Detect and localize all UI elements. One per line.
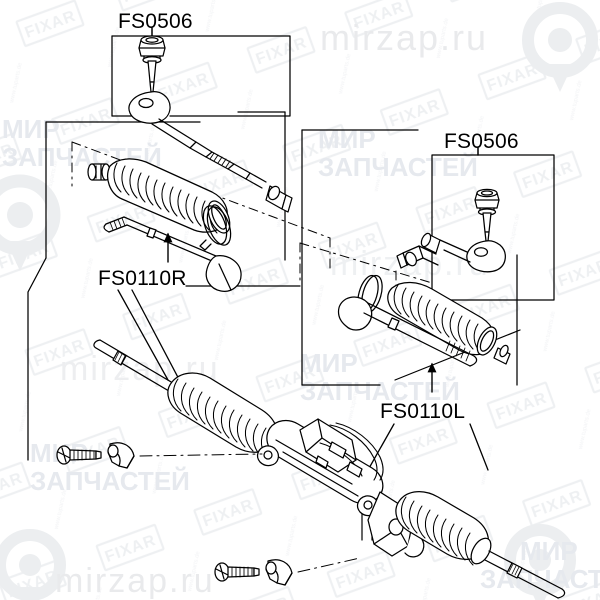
centerline-fs0110r (71, 141, 331, 269)
watermark-cyrillic-mid-1: МИР (318, 124, 376, 154)
watermark-cyrillic-mid-2: ЗАПЧАСТЕЙ (318, 152, 478, 182)
watermark-site-top: mirzap.ru (320, 17, 488, 58)
part-main-bellows-right (395, 491, 492, 566)
part-mount-bolt-upper (56, 445, 102, 465)
part-tie-rod-end-upper-left (128, 35, 267, 189)
watermark-site-bottom: mirzap.ru (55, 562, 215, 600)
part-main-rack-left-rod (93, 339, 179, 395)
part-boot-clamp-ring-left (199, 205, 232, 251)
part-bellows-boot-right (387, 281, 511, 365)
part-bellows-boot-left (107, 158, 231, 234)
part-mount-clamp-lower (265, 559, 293, 586)
part-jam-nut-left (265, 185, 293, 213)
callout-box-fs0110l (301, 129, 518, 386)
label-fs0110r: FS0110R (98, 267, 187, 290)
watermark-cyrillic-top-left-1: МИР (2, 114, 60, 144)
dash-leader-lower (297, 557, 361, 573)
watermark-cyrillic-bottom-2: ЗАПЧАСТЕЙ (30, 466, 190, 496)
dash-leader-upper (139, 453, 263, 457)
part-tie-rod-end-upper-right (420, 188, 506, 273)
part-inner-tie-rod-left (103, 216, 242, 292)
label-fs0110l: FS0110L (380, 400, 466, 423)
part-inner-tie-rod-right (337, 296, 478, 367)
label-fs0506-left: FS0506 (118, 10, 193, 33)
watermark-cyrillic-low-1: МИР (300, 348, 358, 378)
part-jam-nut-right (396, 245, 439, 269)
part-mount-bolt-lower (214, 562, 260, 582)
part-main-rack-right-rod (484, 550, 566, 599)
label-fs0506-right: FS0506 (444, 130, 519, 153)
watermark-cyrillic-right-1: МИР (520, 536, 578, 566)
part-mount-clamp-upper (107, 442, 135, 469)
watermark-cyrillic-low-2: ЗАПЧАСТЕЙ (300, 376, 460, 406)
callout-box-fs0110r (27, 111, 286, 461)
